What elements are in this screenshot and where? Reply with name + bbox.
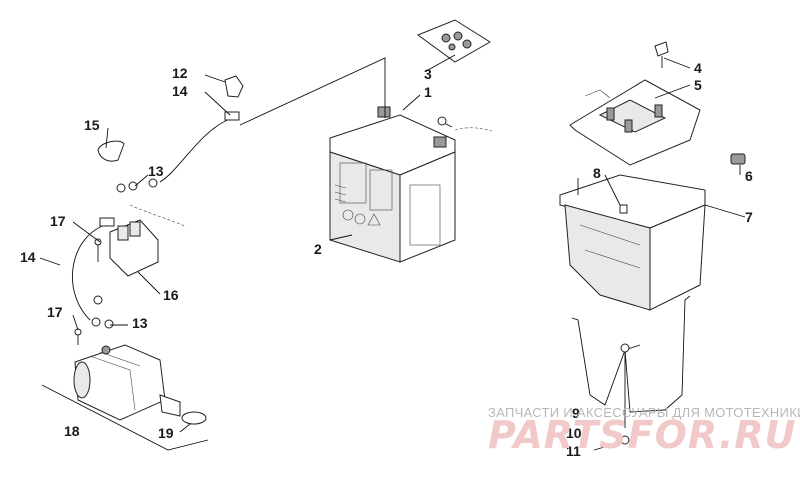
- terminal-boot: [97, 140, 125, 162]
- starter-solenoid: [109, 204, 186, 277]
- callout-9: 9: [572, 405, 580, 421]
- callout-14-top: 14: [172, 83, 188, 99]
- latch-clip: [730, 153, 746, 165]
- watermark: ЗАПЧАСТИ И АКСЕССУАРЫ ДЛЯ МОТОТЕХНИКИ PA…: [488, 405, 800, 457]
- callout-3: 3: [424, 66, 432, 82]
- positive-cable: [148, 111, 240, 188]
- callout-14-left: 14: [20, 249, 36, 265]
- cover-knob: [654, 41, 669, 68]
- starter-group-bracket: [41, 384, 209, 451]
- starter-motor: [73, 328, 181, 421]
- solenoid-bolt: [94, 238, 102, 262]
- callout-6: 6: [745, 168, 753, 184]
- callout-17-bottom: 17: [47, 304, 63, 320]
- callout-1: 1: [424, 84, 432, 100]
- battery-cover: [569, 79, 701, 166]
- watermark-brand: PARTSFOR.RU: [488, 413, 796, 457]
- callout-7: 7: [745, 209, 753, 225]
- callout-5: 5: [694, 77, 702, 93]
- battery: [329, 106, 456, 263]
- hold-down-bracket: [571, 295, 691, 445]
- callout-17-top: 17: [50, 213, 66, 229]
- nuts-bottom: [93, 295, 114, 329]
- callout-11: 11: [566, 443, 581, 459]
- callout-12: 12: [172, 65, 188, 81]
- nuts-top: [116, 181, 138, 193]
- callout-18: 18: [64, 423, 80, 439]
- starter-cable: [72, 217, 115, 327]
- battery-box: [559, 174, 706, 311]
- callout-16: 16: [163, 287, 179, 303]
- battery-terminal-hardware: [437, 116, 493, 132]
- callout-15: 15: [84, 117, 100, 133]
- o-ring: [181, 411, 207, 425]
- callout-2: 2: [314, 241, 322, 257]
- callout-8: 8: [593, 165, 601, 181]
- callout-19: 19: [158, 425, 174, 441]
- leader-lines: [39, 54, 746, 451]
- hardware-kit: [416, 19, 491, 63]
- callout-numbers: 1 2 3 4 5 6 7 8 9 10 11 12 13 13 14 14 1…: [20, 60, 753, 459]
- callout-10: 10: [566, 425, 582, 441]
- cable-route-line: [239, 57, 386, 126]
- callout-4: 4: [694, 60, 702, 76]
- callout-13-bottom: 13: [132, 315, 148, 331]
- watermark-tagline: ЗАПЧАСТИ И АКСЕССУАРЫ ДЛЯ МОТОТЕХНИКИ: [488, 405, 800, 420]
- callout-13-top: 13: [148, 163, 164, 179]
- elbow-boot: [224, 75, 244, 98]
